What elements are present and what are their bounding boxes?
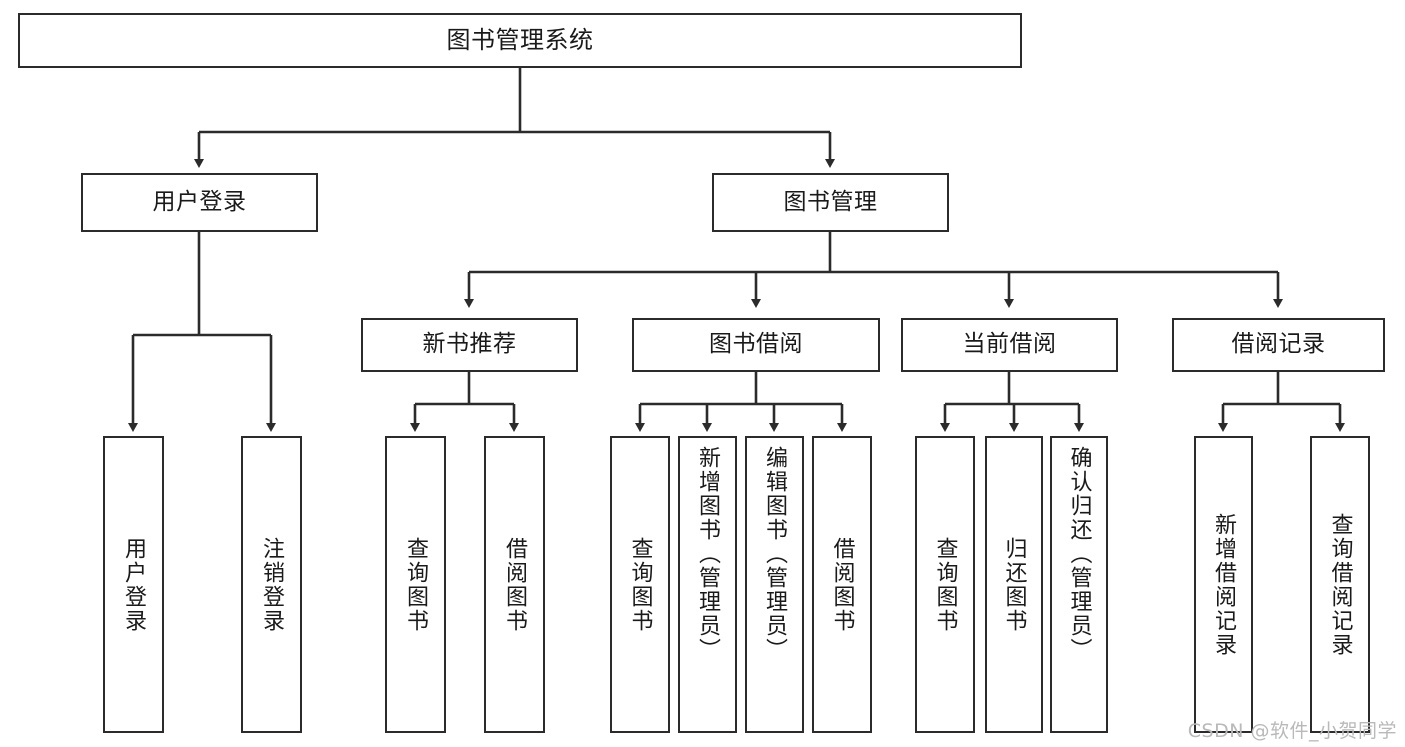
leaf-current-borrow-confirm-return-admin[interactable]: 确认归还（管理员） bbox=[1050, 436, 1108, 733]
leaf-current-borrow-return-book[interactable]: 归还图书 bbox=[985, 436, 1043, 733]
leaf-user-login-signin[interactable]: 用户登录 bbox=[103, 436, 164, 733]
leaf-borrow-record-add-record[interactable]: 新增借阅记录 bbox=[1194, 436, 1253, 733]
leaf-borrow-record-query-record[interactable]: 查询借阅记录 bbox=[1310, 436, 1370, 733]
node-label: 新书推荐 bbox=[422, 331, 517, 358]
node-label: 新增图书（管理员） bbox=[695, 446, 721, 662]
leaf-new-book-query-book[interactable]: 查询图书 bbox=[385, 436, 446, 733]
leaf-book-borrow-add-book-admin[interactable]: 新增图书（管理员） bbox=[678, 436, 737, 733]
node-book-management[interactable]: 图书管理 bbox=[712, 173, 949, 232]
leaf-book-borrow-edit-book-admin[interactable]: 编辑图书（管理员） bbox=[745, 436, 804, 733]
node-user-login[interactable]: 用户登录 bbox=[81, 173, 318, 232]
node-label: 查询图书 bbox=[932, 536, 958, 633]
leaf-current-borrow-query-book[interactable]: 查询图书 bbox=[915, 436, 975, 733]
node-borrow-record[interactable]: 借阅记录 bbox=[1172, 318, 1385, 372]
node-current-borrow[interactable]: 当前借阅 bbox=[901, 318, 1118, 372]
node-label: 查询图书 bbox=[403, 536, 429, 633]
node-label: 当前借阅 bbox=[962, 331, 1057, 358]
leaf-user-login-signout[interactable]: 注销登录 bbox=[241, 436, 302, 733]
node-new-book-recommend[interactable]: 新书推荐 bbox=[361, 318, 578, 372]
leaf-book-borrow-query-book[interactable]: 查询图书 bbox=[610, 436, 670, 733]
node-label: 借阅记录 bbox=[1231, 331, 1326, 358]
node-label: 图书管理系统 bbox=[446, 26, 594, 55]
node-label: 确认归还（管理员） bbox=[1066, 446, 1092, 662]
node-label: 用户登录 bbox=[152, 188, 247, 215]
csdn-watermark: CSDN @软件_小贺同学 bbox=[1187, 720, 1397, 742]
node-label: 借阅图书 bbox=[502, 536, 528, 633]
node-label: 用户登录 bbox=[121, 536, 147, 633]
node-label: 新增借阅记录 bbox=[1211, 512, 1237, 657]
node-label: 归还图书 bbox=[1001, 536, 1027, 633]
node-label: 查询借阅记录 bbox=[1327, 512, 1353, 657]
node-book-borrow[interactable]: 图书借阅 bbox=[632, 318, 880, 372]
leaf-new-book-borrow-book[interactable]: 借阅图书 bbox=[484, 436, 545, 733]
node-label: 图书借阅 bbox=[709, 331, 803, 358]
leaf-book-borrow-borrow-book[interactable]: 借阅图书 bbox=[812, 436, 872, 733]
node-label: 注销登录 bbox=[259, 536, 285, 633]
node-label: 借阅图书 bbox=[829, 536, 855, 633]
node-root-book-management-system[interactable]: 图书管理系统 bbox=[18, 13, 1022, 68]
node-label: 图书管理 bbox=[783, 188, 878, 215]
node-label: 查询图书 bbox=[627, 536, 653, 633]
node-label: 编辑图书（管理员） bbox=[762, 446, 788, 662]
